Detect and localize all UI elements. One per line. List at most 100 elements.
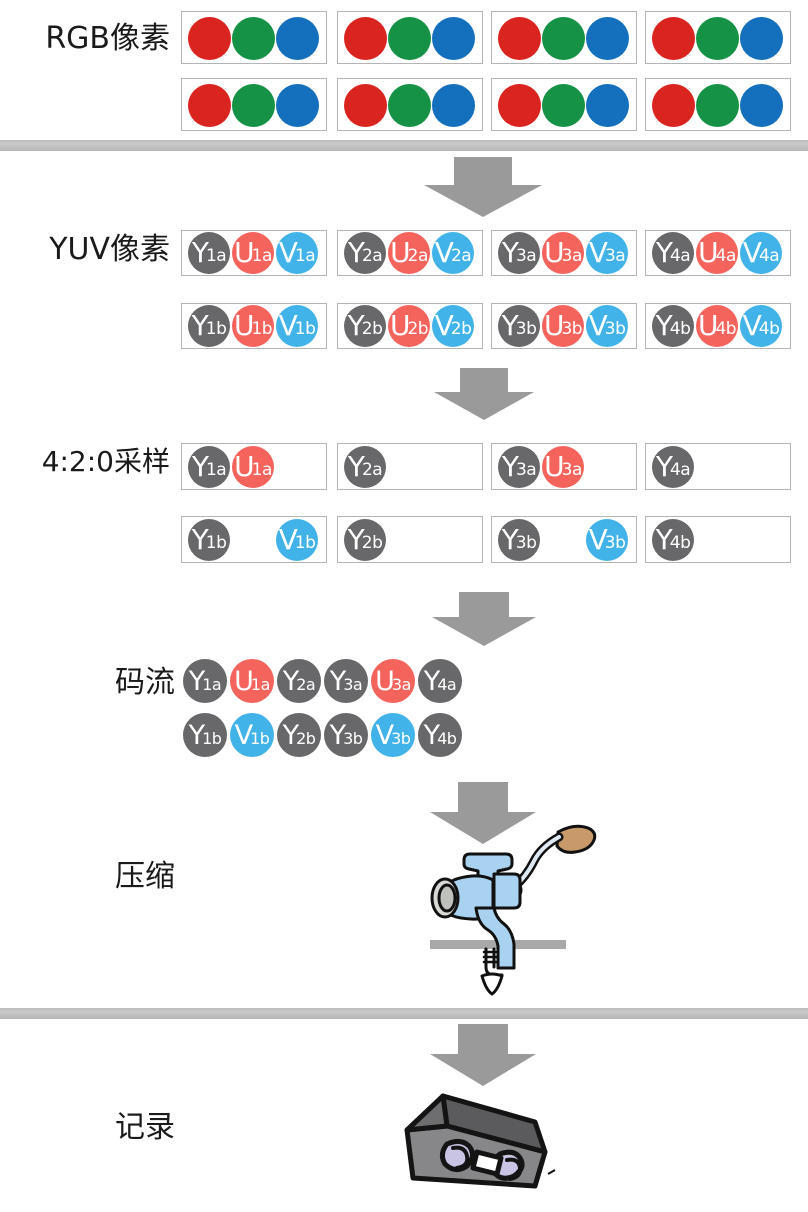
token-index: 3b (391, 728, 411, 748)
rgb-channel-circle-g (696, 84, 739, 127)
rgb-channel-circle-r (498, 17, 541, 60)
rgb-channel-circle-r (188, 17, 231, 60)
token-letter: Y (501, 236, 519, 269)
token-index: 1a (205, 246, 227, 266)
rgb-channel-circle-g (696, 17, 739, 60)
stage-label-compress: 压缩 (115, 859, 175, 894)
token-letter: U (543, 309, 564, 342)
rgb-channel-circle-b (276, 17, 319, 60)
token-letter: Y (347, 523, 365, 556)
token-index: 3a (604, 246, 626, 266)
token-index: 3b (343, 728, 363, 748)
token-letter: U (544, 236, 564, 269)
rgb-channel-circle-r (344, 17, 387, 60)
token-index: 3a (391, 674, 411, 694)
stage-label-rgb: RGB像素 (45, 21, 170, 56)
token-letter: Y (655, 450, 673, 483)
token-letter: Y (191, 523, 209, 556)
token-letter: Y (347, 450, 365, 483)
token-index: 1b (294, 533, 316, 553)
arrow-yuv-to-sampling (434, 368, 534, 420)
token-letter: Y (188, 719, 205, 751)
rgb-pixel-group (645, 11, 791, 64)
token-index: 2a (296, 674, 316, 694)
rgb-pixel-group (181, 11, 327, 64)
section-divider-top (0, 140, 808, 151)
token-letter: U (698, 236, 718, 269)
token-letter: V (588, 236, 608, 269)
token-index: 4a (758, 246, 780, 266)
token-index: 2b (450, 319, 472, 339)
token-letter: V (278, 523, 298, 556)
rgb-channel-circle-r (652, 17, 695, 60)
rgb-pixel-group (337, 11, 483, 64)
token-letter: Y (655, 309, 673, 342)
rgb-pixel-group (491, 78, 637, 131)
rgb-channel-circle-b (432, 17, 475, 60)
token-letter: U (375, 665, 395, 697)
token-index: 1a (250, 674, 270, 694)
rgb-channel-circle-b (276, 84, 319, 127)
token-letter: Y (282, 665, 299, 697)
token-index: 1a (251, 460, 273, 480)
token-index: 1a (205, 460, 227, 480)
rgb-pixel-group (337, 78, 483, 131)
token-letter: V (588, 309, 608, 342)
token-index: 4a (715, 246, 737, 266)
rgb-channel-circle-b (586, 84, 629, 127)
token-letter: V (434, 236, 454, 269)
token-letter: Y (191, 309, 209, 342)
token-index: 1b (251, 319, 273, 339)
token-letter: U (234, 450, 254, 483)
token-index: 3a (515, 246, 537, 266)
section-divider-bottom (0, 1008, 808, 1019)
rgb-channel-circle-r (344, 84, 387, 127)
rgb-channel-circle-g (232, 17, 275, 60)
token-letter: V (278, 309, 298, 342)
token-index: 1b (202, 728, 222, 748)
token-letter: Y (501, 450, 519, 483)
token-letter: V (742, 309, 762, 342)
rgb-channel-circle-g (388, 84, 431, 127)
meat-grinder-illustration (408, 816, 608, 1004)
video-cassette-illustration (385, 1082, 565, 1204)
rgb-pixel-group (645, 78, 791, 131)
token-index: 2a (450, 246, 472, 266)
token-letter: U (697, 309, 718, 342)
rgb-channel-circle-g (388, 17, 431, 60)
token-index: 1b (205, 533, 227, 553)
token-index: 2b (407, 319, 429, 339)
